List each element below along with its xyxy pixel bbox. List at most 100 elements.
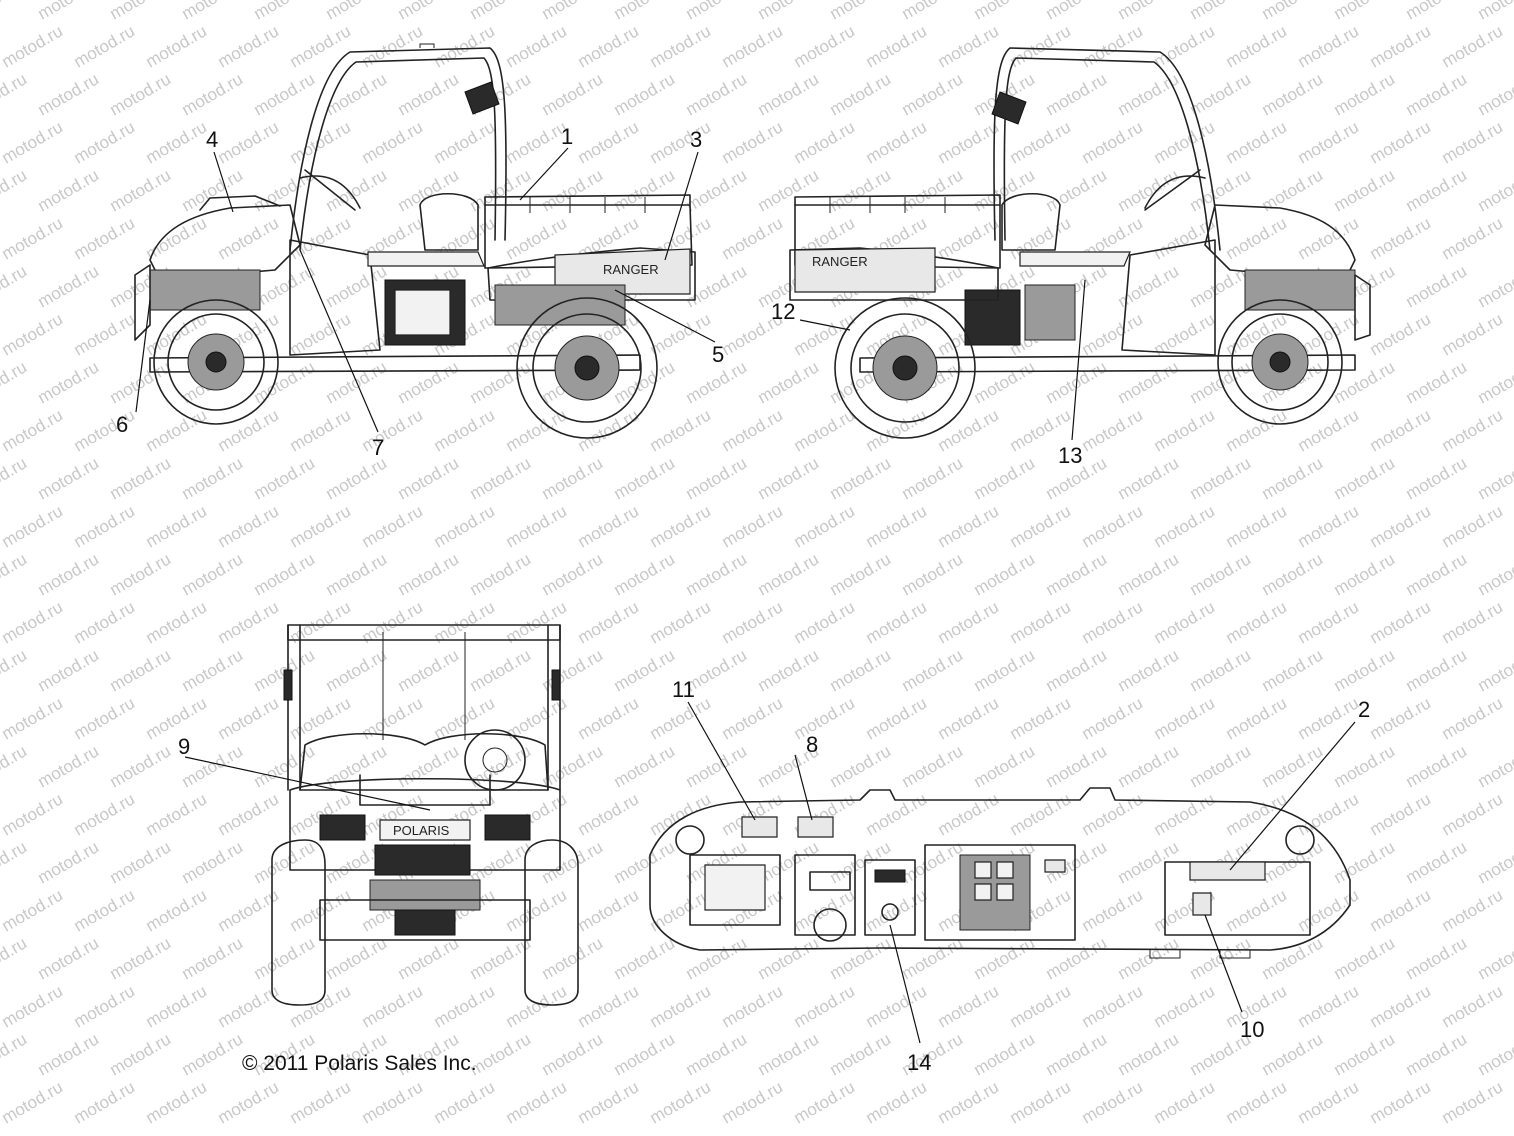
watermark-text: motod.ru — [1079, 309, 1147, 359]
watermark-text: motod.ru — [1367, 501, 1435, 551]
watermark-text: motod.ru — [611, 165, 679, 215]
watermark-text: motod.ru — [1295, 789, 1363, 839]
watermark-text: motod.ru — [0, 981, 66, 1031]
callout-4: 4 — [206, 127, 218, 152]
watermark-text: motod.ru — [1151, 597, 1219, 647]
watermark-text: motod.ru — [575, 789, 643, 839]
watermark-text: motod.ru — [1259, 453, 1327, 503]
watermark-text: motod.ru — [791, 117, 859, 167]
watermark-text: motod.ru — [503, 21, 571, 71]
watermark-text: motod.ru — [1439, 693, 1507, 743]
watermark-text: motod.ru — [1151, 981, 1219, 1031]
callout-14: 14 — [907, 1050, 931, 1075]
watermark-text: motod.ru — [1475, 69, 1514, 119]
watermark-text: motod.ru — [1331, 165, 1399, 215]
watermark-text: motod.ru — [539, 549, 607, 599]
callout-9: 9 — [178, 734, 190, 759]
watermark-text: motod.ru — [791, 693, 859, 743]
watermark-text: motod.ru — [0, 21, 66, 71]
watermark-text: motod.ru — [1223, 693, 1291, 743]
watermark-text: motod.ru — [1151, 501, 1219, 551]
watermark-text: motod.ru — [1295, 405, 1363, 455]
watermark-text: motod.ru — [323, 741, 391, 791]
watermark-text: motod.ru — [827, 933, 895, 983]
watermark-text: motod.ru — [1439, 1077, 1507, 1127]
watermark-text: motod.ru — [1043, 933, 1111, 983]
watermark-text: motod.ru — [1151, 117, 1219, 167]
watermark-text: motod.ru — [1439, 21, 1507, 71]
watermark-text: motod.ru — [1259, 69, 1327, 119]
watermark-text: motod.ru — [1295, 21, 1363, 71]
watermark-text: motod.ru — [755, 69, 823, 119]
watermark-text: motod.ru — [1403, 165, 1471, 215]
watermark-text: motod.ru — [1079, 21, 1147, 71]
watermark-text: motod.ru — [1331, 453, 1399, 503]
watermark-text: motod.ru — [179, 0, 247, 23]
watermark-text: motod.ru — [1259, 933, 1327, 983]
watermark-text: motod.ru — [251, 453, 319, 503]
watermark-text: motod.ru — [755, 645, 823, 695]
watermark-text: motod.ru — [1295, 117, 1363, 167]
watermark-text: motod.ru — [1439, 213, 1507, 263]
watermark-text: motod.ru — [1367, 213, 1435, 263]
watermark-text: motod.ru — [503, 1077, 571, 1127]
watermark-text: motod.ru — [1367, 117, 1435, 167]
watermark-text: motod.ru — [359, 981, 427, 1031]
watermark-text: motod.ru — [431, 981, 499, 1031]
watermark-text: motod.ru — [935, 213, 1003, 263]
watermark-text: motod.ru — [575, 1077, 643, 1127]
watermark-text: motod.ru — [971, 453, 1039, 503]
watermark-text: motod.ru — [1295, 693, 1363, 743]
watermark-text: motod.ru — [1079, 981, 1147, 1031]
watermark-text: motod.ru — [215, 789, 283, 839]
watermark-text: motod.ru — [35, 261, 103, 311]
watermark-text: motod.ru — [827, 741, 895, 791]
watermark-text: motod.ru — [1403, 741, 1471, 791]
watermark-text: motod.ru — [863, 693, 931, 743]
watermark-text: motod.ru — [1259, 0, 1327, 23]
watermark-text: motod.ru — [791, 405, 859, 455]
watermark-text: motod.ru — [1043, 1029, 1111, 1079]
watermark-text: motod.ru — [215, 213, 283, 263]
watermark-text: motod.ru — [1295, 1077, 1363, 1127]
copyright-notice: © 2011 Polaris Sales Inc. — [242, 1052, 477, 1075]
watermark-text: motod.ru — [359, 1077, 427, 1127]
watermark-text: motod.ru — [1043, 549, 1111, 599]
callout-5: 5 — [712, 342, 724, 367]
watermark-text: motod.ru — [107, 69, 175, 119]
vehicle-front-view: POLARIS — [271, 624, 579, 1006]
watermark-text: motod.ru — [179, 933, 247, 983]
watermark-text: motod.ru — [1151, 693, 1219, 743]
watermark-text: motod.ru — [1043, 0, 1111, 23]
watermark-text: motod.ru — [179, 69, 247, 119]
watermark-text: motod.ru — [0, 741, 30, 791]
watermark-text: motod.ru — [1187, 741, 1255, 791]
watermark-text: motod.ru — [359, 117, 427, 167]
watermark-text: motod.ru — [719, 597, 787, 647]
watermark-text: motod.ru — [683, 165, 751, 215]
watermark-text: motod.ru — [143, 693, 211, 743]
watermark-text: motod.ru — [935, 1077, 1003, 1127]
watermark-text: motod.ru — [1151, 1077, 1219, 1127]
watermark-text: motod.ru — [71, 885, 139, 935]
watermark-text: motod.ru — [0, 261, 30, 311]
watermark-text: motod.ru — [0, 405, 66, 455]
watermark-text: motod.ru — [1475, 645, 1514, 695]
watermark-text: motod.ru — [215, 693, 283, 743]
watermark-text: motod.ru — [1439, 885, 1507, 935]
watermark-text: motod.ru — [1187, 549, 1255, 599]
watermark-text: motod.ru — [251, 0, 319, 23]
watermark-text: motod.ru — [1115, 549, 1183, 599]
watermark-text: motod.ru — [647, 309, 715, 359]
watermark-text: motod.ru — [1151, 789, 1219, 839]
watermark-text: motod.ru — [1115, 741, 1183, 791]
watermark-text: motod.ru — [1367, 597, 1435, 647]
watermark-text: motod.ru — [71, 213, 139, 263]
watermark-text: motod.ru — [1079, 117, 1147, 167]
watermark-text: motod.ru — [899, 69, 967, 119]
watermark-text: motod.ru — [1331, 1029, 1399, 1079]
watermark-text: motod.ru — [35, 741, 103, 791]
watermark-text: motod.ru — [1115, 453, 1183, 503]
